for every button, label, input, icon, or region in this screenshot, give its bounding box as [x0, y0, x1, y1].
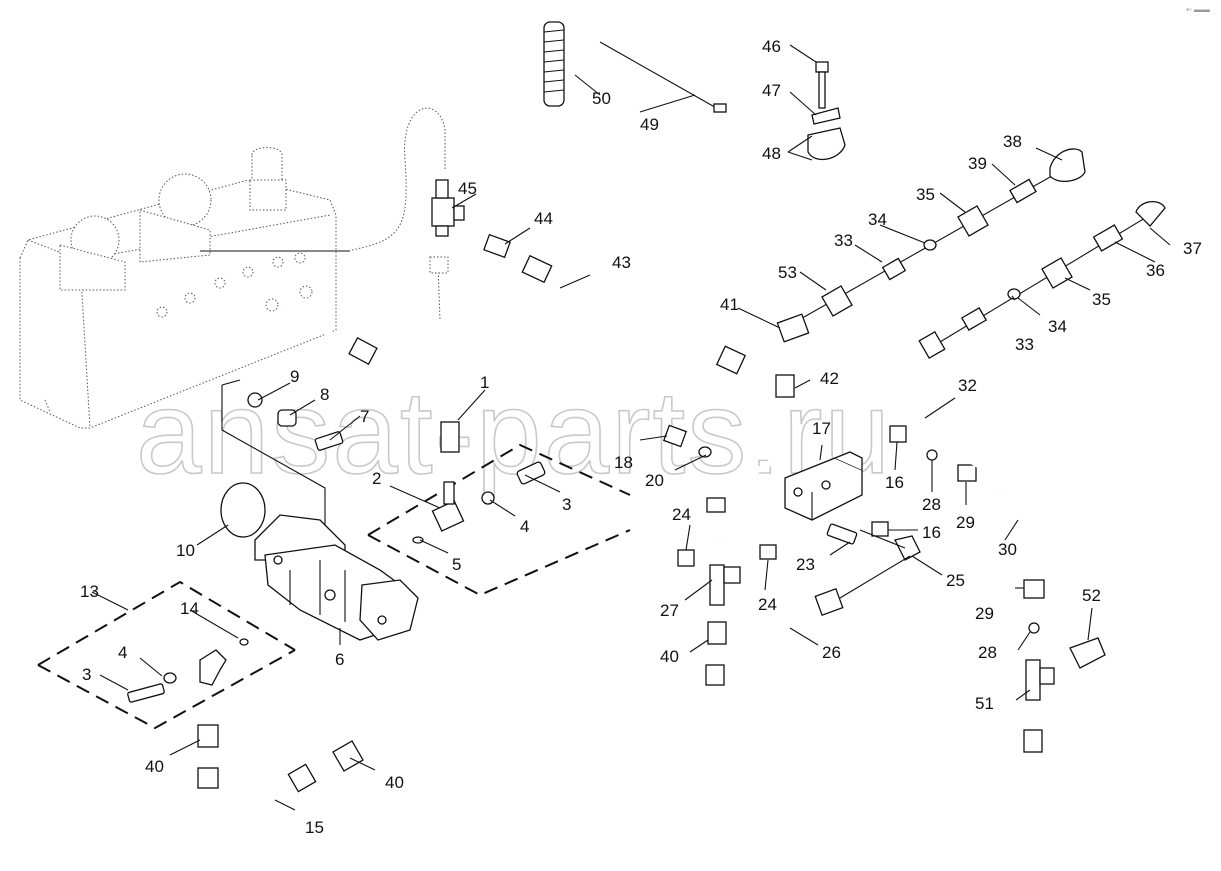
label-part-34: 34	[868, 210, 887, 229]
watermark: ansat-parts.ru	[136, 367, 892, 499]
valve-block-17	[784, 451, 863, 545]
label-part-14: 14	[180, 599, 199, 618]
clamp-48	[807, 127, 846, 161]
label-part-20: 20	[645, 471, 664, 490]
label-part-4b: 4	[118, 643, 127, 662]
label-part-38: 38	[1003, 132, 1022, 151]
fitting-line-lower	[934, 201, 1166, 346]
label-part-3: 3	[562, 495, 571, 514]
cable-tie-head-49	[713, 103, 727, 113]
label-part-30: 30	[998, 540, 1017, 559]
fitting-line-upper	[776, 148, 1086, 343]
label-part-32: 32	[958, 376, 977, 395]
label-part-25: 25	[946, 571, 965, 590]
label-part-9: 9	[290, 367, 299, 386]
spring-50	[543, 21, 565, 107]
washer-20	[698, 446, 712, 458]
hose-1	[283, 305, 460, 453]
label-part-51: 51	[975, 694, 994, 713]
tube-15	[197, 537, 722, 844]
hose-43	[521, 254, 747, 375]
label-part-33b: 33	[1015, 335, 1034, 354]
leader-lines	[91, 44, 1171, 811]
label-part-6: 6	[335, 650, 344, 669]
label-part-27: 27	[660, 601, 679, 620]
label-part-48: 48	[762, 144, 781, 163]
tee-27	[707, 564, 741, 645]
label-part-7: 7	[360, 407, 369, 426]
fitting-24a	[677, 549, 695, 567]
label-part-44: 44	[534, 209, 553, 228]
hydraulic-tank	[19, 107, 449, 429]
label-part-52: 52	[1082, 586, 1101, 605]
hose-30	[998, 489, 1033, 548]
fitting-44	[483, 233, 511, 259]
label-part-24: 24	[672, 505, 691, 524]
label-part-5: 5	[452, 555, 461, 574]
dashed-group-2	[367, 443, 631, 597]
cable-tie-49	[599, 41, 721, 111]
nut-29	[957, 464, 977, 482]
label-part-40: 40	[145, 757, 164, 776]
tee-51	[1023, 579, 1106, 753]
hose-32	[915, 330, 1164, 841]
fitting-16b	[871, 521, 889, 537]
label-part-33: 33	[834, 231, 853, 250]
label-part-17: 17	[812, 419, 831, 438]
label-part-53: 53	[778, 263, 797, 282]
corner-mark: ▪▫ ▬▬	[1186, 5, 1210, 14]
label-part-8: 8	[320, 385, 329, 404]
label-part-46: 46	[762, 37, 781, 56]
label-part-36: 36	[1146, 261, 1165, 280]
seal-28	[926, 449, 938, 461]
label-part-16b: 16	[922, 523, 941, 542]
label-part-35b: 35	[1092, 290, 1111, 309]
label-part-39: 39	[968, 154, 987, 173]
nut-18	[662, 424, 688, 448]
fitting-16	[889, 425, 907, 443]
label-part-4: 4	[520, 517, 529, 536]
label-part-13: 13	[80, 582, 99, 601]
part-labels: 1 2 3 3 4 4 5 6 7 8 9 10 13 14 15 16 16 …	[80, 37, 1202, 837]
label-part-35: 35	[916, 185, 935, 204]
bolt-46	[815, 61, 829, 109]
label-part-24b: 24	[758, 595, 777, 614]
label-part-47: 47	[762, 81, 781, 100]
label-part-37: 37	[1183, 239, 1202, 258]
dashed-group-13	[37, 580, 296, 730]
label-part-29: 29	[956, 513, 975, 532]
label-part-26: 26	[822, 643, 841, 662]
label-part-28b: 28	[978, 643, 997, 662]
label-part-18: 18	[614, 453, 633, 472]
label-part-2: 2	[372, 469, 381, 488]
label-part-40b: 40	[385, 773, 404, 792]
label-part-15: 15	[305, 818, 324, 837]
o-ring-10	[220, 482, 266, 538]
hose-26	[705, 555, 911, 753]
label-part-43: 43	[612, 253, 631, 272]
label-part-10: 10	[176, 541, 195, 560]
pump-6	[254, 514, 419, 641]
hose-42	[706, 374, 795, 513]
label-part-1: 1	[480, 373, 489, 392]
plate-47	[811, 107, 841, 125]
elbow-25	[894, 535, 921, 561]
label-part-29b: 29	[975, 604, 994, 623]
label-part-42: 42	[820, 369, 839, 388]
label-part-34b: 34	[1048, 317, 1067, 336]
label-part-45: 45	[458, 179, 477, 198]
label-part-16: 16	[885, 473, 904, 492]
fitting-24b	[759, 544, 777, 560]
label-part-40c: 40	[660, 647, 679, 666]
label-part-3b: 3	[82, 665, 91, 684]
label-part-28: 28	[922, 495, 941, 514]
label-part-50: 50	[592, 89, 611, 108]
label-part-41: 41	[720, 295, 739, 314]
label-part-23: 23	[796, 555, 815, 574]
tee-45	[431, 179, 465, 237]
label-part-49: 49	[640, 115, 659, 134]
